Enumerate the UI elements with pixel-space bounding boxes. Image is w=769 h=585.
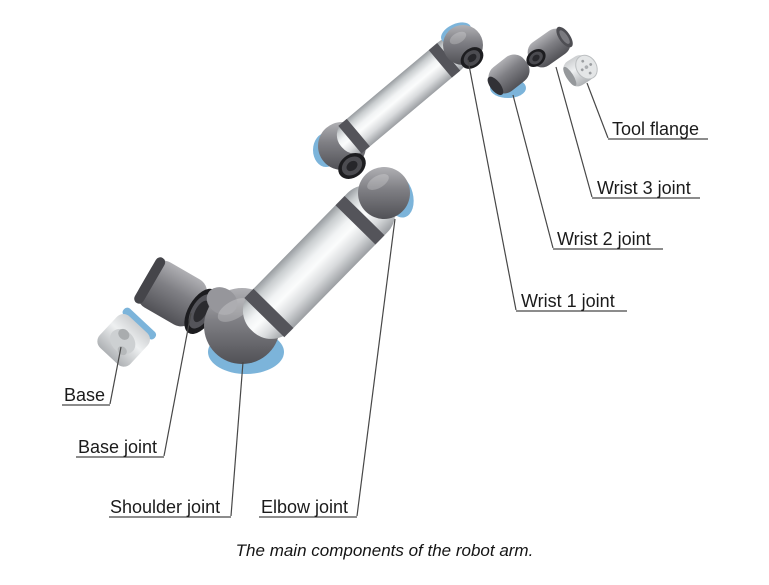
forearm-band-bottom xyxy=(338,118,370,154)
wrist3-bearing-ring xyxy=(526,48,546,68)
wrist2-end-face xyxy=(487,76,504,96)
label-base-joint: Base joint xyxy=(78,437,157,457)
leader-line-base-joint xyxy=(163,312,192,457)
forearm-bearing-ring xyxy=(338,153,366,179)
leader-line-base xyxy=(109,346,122,405)
leader-line-wrist3-joint xyxy=(555,66,593,198)
shoulder-axis-cap xyxy=(206,287,238,315)
label-wrist1-joint: Wrist 1 joint xyxy=(521,291,615,311)
label-underlines xyxy=(62,138,708,518)
base-plate-detail xyxy=(118,328,130,340)
forearm-assembly xyxy=(313,38,468,179)
base-joint-part xyxy=(134,257,218,334)
elbow-body xyxy=(358,167,410,219)
elbow-joint-part xyxy=(358,167,414,219)
wrist3-joint-part xyxy=(526,26,573,68)
shoulder-highlight xyxy=(217,298,251,322)
lower-arm-tube xyxy=(242,185,396,339)
tool-flange-back-edge xyxy=(563,66,577,86)
label-elbow-joint: Elbow joint xyxy=(261,497,348,517)
base-joint-end-cap xyxy=(134,257,166,304)
tool-flange-part xyxy=(563,54,598,87)
wrist1-joint-part xyxy=(441,22,484,69)
tool-flange-bolt-1 xyxy=(581,59,585,63)
leader-line-wrist2-joint xyxy=(512,94,554,249)
lower-arm-band-bottom xyxy=(244,288,294,338)
tool-flange-bolt-4 xyxy=(580,68,584,72)
wrist2-joint-part xyxy=(487,54,530,98)
wrist1-highlight xyxy=(449,31,467,45)
leader-line-wrist1-joint xyxy=(467,59,517,311)
wrist3-end-face xyxy=(559,30,570,44)
leader-line-tool-flange xyxy=(586,82,609,139)
leader-line-shoulder-joint xyxy=(230,361,244,517)
lower-arm-band-top xyxy=(335,196,385,245)
label-wrist2-joint: Wrist 2 joint xyxy=(557,229,651,249)
tool-flange-bolt-3 xyxy=(588,71,592,75)
label-tool-flange: Tool flange xyxy=(612,119,699,139)
leader-line-elbow-joint xyxy=(356,218,396,517)
elbow-highlight xyxy=(367,174,389,190)
label-base: Base xyxy=(64,385,105,405)
label-shoulder-joint: Shoulder joint xyxy=(110,497,220,517)
forearm-bearing-inner xyxy=(346,160,358,172)
wrist1-bearing-inner xyxy=(467,53,477,63)
base-joint-bearing-inner xyxy=(193,300,209,323)
label-wrist3-joint: Wrist 3 joint xyxy=(597,178,691,198)
tool-flange-center-hole xyxy=(584,65,589,69)
base-part xyxy=(97,307,157,367)
tool-flange-bolt-2 xyxy=(589,63,593,66)
wrist2-body xyxy=(488,54,530,94)
forearm-band-top xyxy=(428,43,461,78)
figure-caption: The main components of the robot arm. xyxy=(235,541,534,560)
base-blue-edge xyxy=(122,307,157,340)
wrist1-bearing-ring xyxy=(460,47,484,69)
forearm-tube-body xyxy=(336,38,468,154)
leader-lines xyxy=(109,59,609,517)
shoulder-joint-part xyxy=(204,287,284,374)
wrist3-bearing-inner xyxy=(532,54,540,62)
